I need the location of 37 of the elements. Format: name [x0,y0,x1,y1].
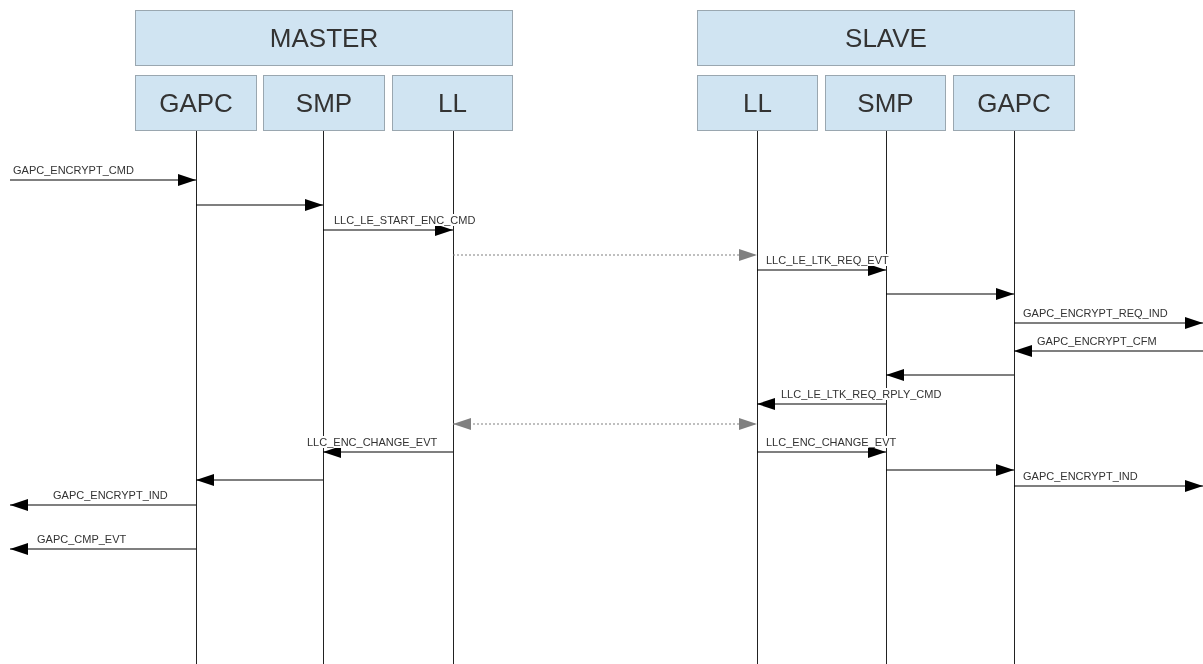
message-arrow [1013,480,1203,492]
message-arrow [885,288,1015,300]
message-arrow [322,224,454,236]
message-arrow [756,398,887,410]
message-arrow [9,543,197,555]
message-arrow [322,446,454,458]
message-arrow [452,418,758,430]
edge-label: GAPC_ENCRYPT_IND [1022,470,1139,482]
message-arrow [756,264,887,276]
message-arrow [9,174,197,186]
edge-label: GAPC_ENCRYPT_IND [52,489,169,501]
participant-box: LL [392,75,513,131]
message-arrow [885,464,1015,476]
edge-label: LLC_LE_LTK_REQ_EVT [765,254,890,266]
message-arrow [9,499,197,511]
group-header-box: MASTER [135,10,513,66]
participant-box: GAPC [135,75,257,131]
edge-label: GAPC_ENCRYPT_CMD [12,164,135,176]
edge-label: LLC_LE_LTK_REQ_RPLY_CMD [780,388,943,400]
participant-box: SMP [825,75,946,131]
edge-label: LLC_ENC_CHANGE_EVT [306,436,439,448]
message-arrow [452,249,758,261]
participant-box: SMP [263,75,385,131]
message-arrow [1013,345,1203,357]
participant-box: LL [697,75,818,131]
edge-label: GAPC_ENCRYPT_CFM [1036,335,1158,347]
group-header-box: SLAVE [697,10,1075,66]
edge-label: GAPC_ENCRYPT_REQ_IND [1022,307,1169,319]
message-arrow [195,199,324,211]
participant-box: GAPC [953,75,1075,131]
message-arrow [885,369,1015,381]
message-arrow [756,446,887,458]
edge-label: LLC_LE_START_ENC_CMD [333,214,477,226]
edge-label: LLC_ENC_CHANGE_EVT [765,436,898,448]
edge-label: GAPC_CMP_EVT [36,533,128,545]
message-arrow [195,474,324,486]
message-arrow [1013,317,1203,329]
